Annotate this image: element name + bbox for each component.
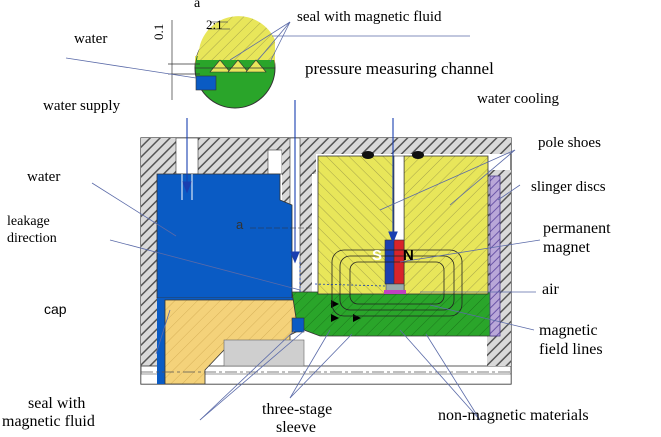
water-region	[156, 173, 293, 299]
pole-shoe-right	[403, 155, 489, 295]
label-water-left: water	[27, 169, 61, 185]
leader-lines	[65, 21, 541, 421]
label-pressure-channel: pressure measuring channel	[305, 59, 494, 78]
detail-view	[194, 16, 276, 109]
label-cap: cap	[44, 301, 67, 317]
label-magnetic-1: magnetic	[539, 322, 598, 339]
label-non-magnetic: non-magnetic materials	[438, 407, 589, 424]
section-mark: a	[236, 217, 244, 232]
pole-shoe-left	[317, 155, 395, 295]
label-seal-bottom-1: seal with	[28, 395, 86, 412]
label-water-cooling: water cooling	[477, 91, 560, 107]
label-water-top: water	[74, 31, 108, 47]
field-lines	[331, 249, 463, 317]
label-leakage-2: direction	[7, 231, 57, 246]
label-leakage-1: leakage	[7, 214, 50, 229]
detail-scale: 2:1	[206, 17, 223, 32]
label-slinger-discs: slinger discs	[531, 179, 606, 195]
label-seal-top: seal with magnetic fluid	[297, 9, 442, 25]
label-seal-bottom-2: magnetic fluid	[2, 413, 95, 430]
magnet-north-label: N	[403, 247, 414, 264]
slinger-discs	[489, 175, 501, 337]
label-permanent-1: permanent	[543, 220, 611, 237]
label-pole-shoes: pole shoes	[538, 135, 601, 151]
detail-dimension: 0.1	[151, 23, 166, 40]
detail-label: a	[194, 0, 201, 11]
label-water-supply: water supply	[43, 98, 121, 114]
label-magnetic-2: field lines	[539, 341, 603, 358]
detail-water-block	[195, 75, 217, 91]
label-three-stage-1: three-stage	[262, 401, 333, 418]
magnet-south-label: S	[372, 247, 383, 264]
label-air: air	[542, 281, 559, 298]
label-permanent-2: magnet	[543, 239, 591, 256]
label-three-stage-2: sleeve	[276, 419, 316, 436]
